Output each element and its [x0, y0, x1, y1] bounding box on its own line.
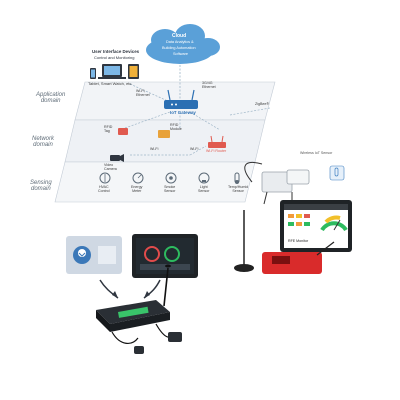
- cloud-line-3: Software: [173, 52, 188, 56]
- sensor-label-hvac: HVAC Control: [98, 185, 110, 193]
- sensor-label-temp: Temp/Humid Sensor: [228, 185, 249, 193]
- iot-gateway-device-icon: [96, 264, 171, 332]
- wifi-router-icon: [208, 135, 226, 148]
- device-caption: Wireless IoT Sensor: [300, 151, 333, 155]
- power-adapter-icon: [168, 332, 182, 342]
- phone-icon: [90, 68, 96, 79]
- energy-meter-icon: [132, 172, 144, 184]
- sensor-label-energy: Energy Meter: [131, 185, 143, 193]
- application-domain-label: Application domain: [36, 92, 66, 104]
- iot-gateway-icon: [164, 89, 198, 109]
- ui-devices-title: User Interface Devices: [92, 49, 140, 54]
- cloud-line-2: Building Automation: [162, 46, 196, 50]
- rfe-monitor-icon: [262, 241, 335, 274]
- temp-humid-sensor-icon: [234, 172, 240, 184]
- iot-architecture-diagram: Cloud Data Analytics & Building Automati…: [30, 20, 300, 210]
- tablet-label: RFE Monitor: [288, 239, 309, 243]
- right-product-photo: Wireless IoT Sensor RFE Monitor: [222, 151, 362, 285]
- cloud-dashboard-card-icon: [66, 236, 122, 274]
- network-domain-label: Network domain: [32, 136, 55, 148]
- cloud-icon: [146, 24, 220, 64]
- tablet-mini-gauges: [288, 214, 310, 226]
- light-sensor-icon: [198, 172, 210, 184]
- tablet-icon: [128, 64, 139, 79]
- wireless-sensor-device-icon: [244, 162, 310, 205]
- rfid-tag-icon: [118, 128, 128, 135]
- wifi-router-label: Wi-Fi Router: [206, 149, 227, 153]
- ui-devices-subtitle: Control and Monitoring: [94, 55, 135, 60]
- wifi-left-label: Wi-Fi: [150, 147, 159, 151]
- rfid-module-icon: [158, 130, 170, 138]
- gateway-label: IoT Gateway: [170, 110, 196, 115]
- laptop-icon: [98, 64, 126, 79]
- antenna-icon: [234, 210, 254, 272]
- network-band: [64, 119, 266, 163]
- cloud-line-1: Data Analytics &: [166, 40, 194, 44]
- gauge-icon: [320, 215, 348, 232]
- video-camera-label: Video Camera: [104, 163, 117, 171]
- wifi-right-label: Wi-Fi: [190, 147, 199, 151]
- tablet-dashboard-icon: [132, 234, 198, 278]
- link-wifi-ethernet: Wi-Fi, Ethernet: [136, 89, 150, 97]
- rfid-tag-label: RFID Tag: [104, 125, 113, 133]
- right-product-canvas: [234, 162, 352, 274]
- sensor-label-smoke: Smoke Sensor: [164, 185, 176, 193]
- left-product-canvas: [66, 234, 198, 354]
- left-product-photo: [60, 228, 210, 368]
- tablet-icon: [280, 200, 352, 252]
- hvac-icon: [99, 172, 111, 184]
- rfid-module-label: RFID Module: [170, 123, 182, 131]
- temperature-badge-icon: [329, 165, 345, 181]
- sensing-domain-label: Sensing domain: [30, 180, 52, 192]
- smoke-sensor-icon: [165, 172, 177, 184]
- sensing-band: [54, 161, 256, 203]
- cloud-title: Cloud: [172, 33, 187, 39]
- architecture-canvas: [54, 24, 276, 203]
- ui-devices-caption: Tablet, Smart Watch, etc.: [88, 81, 133, 86]
- sensor-probe-icon: [134, 346, 144, 354]
- video-camera-icon: [110, 154, 124, 162]
- link-zigbee: ZigBee®: [255, 102, 270, 106]
- link-4g-ethernet: 3G/4G Ethernet: [202, 81, 216, 89]
- sensor-label-light: Light Sensor: [198, 185, 210, 193]
